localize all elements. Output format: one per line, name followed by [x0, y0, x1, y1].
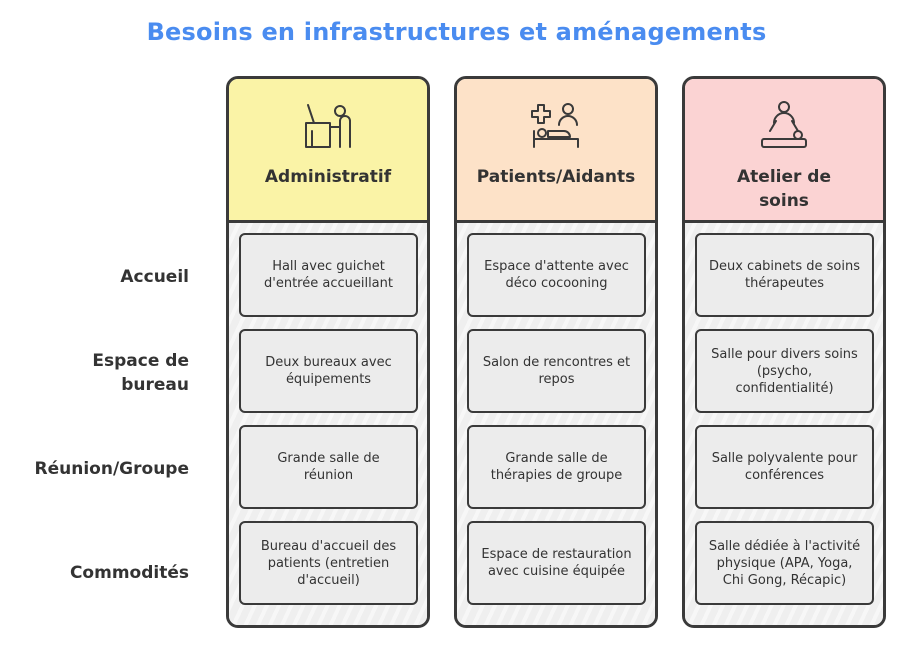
- desk-worker-icon: [305, 104, 351, 148]
- row-label-reunion-groupe: Réunion/Groupe: [34, 459, 189, 479]
- cell-reunion-groupe: Salle polyvalente pour conférences: [695, 425, 874, 509]
- diagram-title: Besoins en infrastructures et aménagemen…: [146, 18, 767, 46]
- column-header: Atelier de soins: [685, 79, 883, 223]
- cell-accueil: Espace d'attente avec déco cocooning: [467, 233, 646, 317]
- column-patients-aidants: Patients/Aidants Espace d'attente avec d…: [454, 76, 658, 628]
- cell-commodites: Bureau d'accueil des patients (entretien…: [239, 521, 418, 605]
- cell-commodites: Espace de restauration avec cuisine équi…: [467, 521, 646, 605]
- column-administratif: Administratif Hall avec guichet d'entrée…: [226, 76, 430, 628]
- column-body: Deux cabinets de soins thérapeutes Salle…: [685, 223, 883, 625]
- row-label-espace-de-bureau: Espace de bureau: [92, 351, 189, 395]
- column-header: Administratif: [229, 79, 427, 223]
- column-header: Patients/Aidants: [457, 79, 655, 223]
- column-title: Atelier de soins: [737, 167, 831, 211]
- column-atelier-de-soins: Atelier de soins Deux cabinets de soins …: [682, 76, 886, 628]
- cell-espace-de-bureau: Salon de rencontres et repos: [467, 329, 646, 413]
- cell-accueil: Hall avec guichet d'entrée accueillant: [239, 233, 418, 317]
- row-label-commodites: Commodités: [69, 563, 189, 583]
- cell-espace-de-bureau: Deux bureaux avec équipements: [239, 329, 418, 413]
- cell-commodites: Salle dédiée à l'activité physique (APA,…: [695, 521, 874, 605]
- column-title: Administratif: [264, 167, 392, 187]
- cell-reunion-groupe: Grande salle de réunion: [239, 425, 418, 509]
- column-body: Hall avec guichet d'entrée accueillant D…: [229, 223, 427, 625]
- column-body: Espace d'attente avec déco cocooning Sal…: [457, 223, 655, 625]
- row-label-accueil: Accueil: [120, 267, 189, 287]
- massage-therapy-icon: [761, 101, 807, 148]
- cell-espace-de-bureau: Salle pour divers soins (psycho, confide…: [695, 329, 874, 413]
- column-title: Patients/Aidants: [476, 167, 636, 187]
- cell-accueil: Deux cabinets de soins thérapeutes: [695, 233, 874, 317]
- patient-bed-icon: [531, 103, 579, 148]
- cell-reunion-groupe: Grande salle de thérapies de groupe: [467, 425, 646, 509]
